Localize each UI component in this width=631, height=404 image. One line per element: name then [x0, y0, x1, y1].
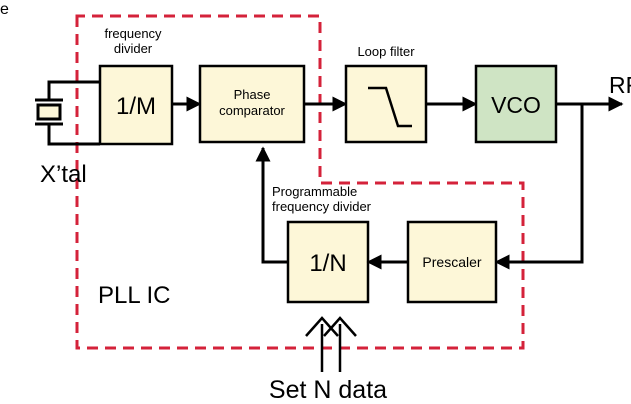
prescaler-block: [406, 220, 498, 304]
pll-ic-boundary: [75, 14, 525, 350]
divider-m-block: [98, 64, 174, 146]
programmable-divider-label-bottom: frequency divider: [272, 199, 372, 214]
crystal-leads: [47, 80, 100, 146]
loop-filter-label: Loop filter: [357, 44, 415, 59]
set-n-data-arrow: [305, 316, 357, 372]
frequency-divider-label-bottom: divider: [114, 41, 153, 56]
divider-m-text: 1/M: [116, 93, 156, 120]
programmable-divider-label-top: Programmable: [272, 184, 357, 199]
vco-text: VCO: [491, 92, 541, 118]
phase-comparator-label-bottom: comparator: [219, 103, 285, 118]
feedback-line: [494, 104, 584, 270]
crystal-symbol: [35, 98, 63, 126]
arrow-n-to-phase: [255, 146, 288, 264]
divider-n-text: 1/N: [309, 250, 346, 277]
loop-filter-block: [344, 64, 428, 144]
vco-block: [474, 64, 558, 144]
set-n-data-label: Set N data: [269, 376, 387, 404]
corner-fragment-text: e: [0, 1, 9, 18]
rf-output-label: RF: [609, 72, 631, 98]
pll-ic-label: PLL IC: [98, 282, 170, 309]
xtal-label: X’tal: [40, 161, 87, 188]
lowpass-icon: [368, 86, 412, 128]
prescaler-text: Prescaler: [422, 254, 481, 270]
divider-n-block: [286, 220, 370, 304]
frequency-divider-label-top: frequency: [104, 26, 162, 41]
phase-comparator-label-top: Phase: [234, 87, 271, 102]
